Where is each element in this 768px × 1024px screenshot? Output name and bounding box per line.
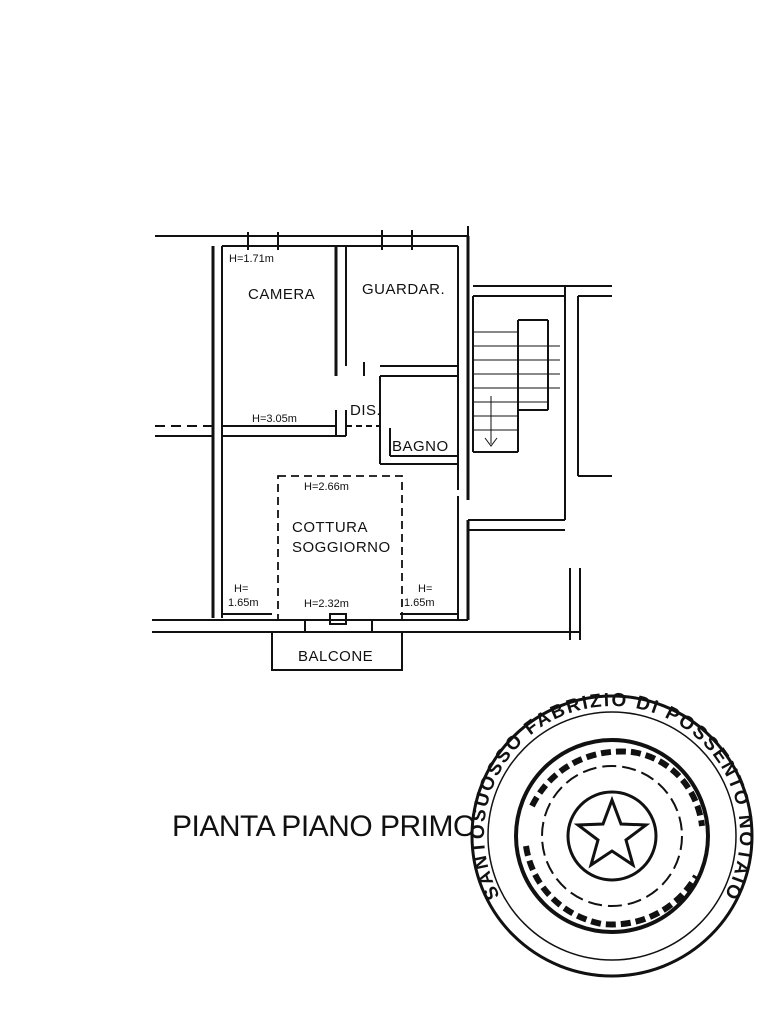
plan-title: PIANTA PIANO PRIMO [172,810,476,843]
walls [152,226,612,671]
room-label-camera: CAMERA [248,286,315,303]
height-right-line2: 1.65m [404,597,435,609]
height-left-line2: 1.65m [228,597,259,609]
room-label-cottura: COTTURA [292,519,368,536]
room-label-guardaroba: GUARDAR. [362,281,445,298]
stair-treads [473,331,560,447]
height-center: H=2.32m [304,598,349,610]
height-camera-top: H=1.71m [229,253,274,265]
room-label-balcone: BALCONE [298,648,373,665]
room-label-soggiorno: SOGGIORNO [292,539,391,556]
room-label-bagno: BAGNO [392,438,449,455]
room-label-disimpegno: DIS. [350,402,381,419]
height-right-line1: H= [418,583,432,595]
height-camera-mid: H=3.05m [252,413,297,425]
height-left-line1: H= [234,583,248,595]
height-soggiorno-top: H=2.66m [304,481,349,493]
height-labels: H=1.71m H=3.05m H=2.66m H= 1.65m H=2.32m… [228,253,435,610]
room-labels: CAMERA GUARDAR. DIS. BAGNO COTTURA SOGGI… [248,281,449,665]
notary-seal: SANTOSUOSSO FABRIZIO DI POSSENTO NOTAIO [468,690,754,978]
